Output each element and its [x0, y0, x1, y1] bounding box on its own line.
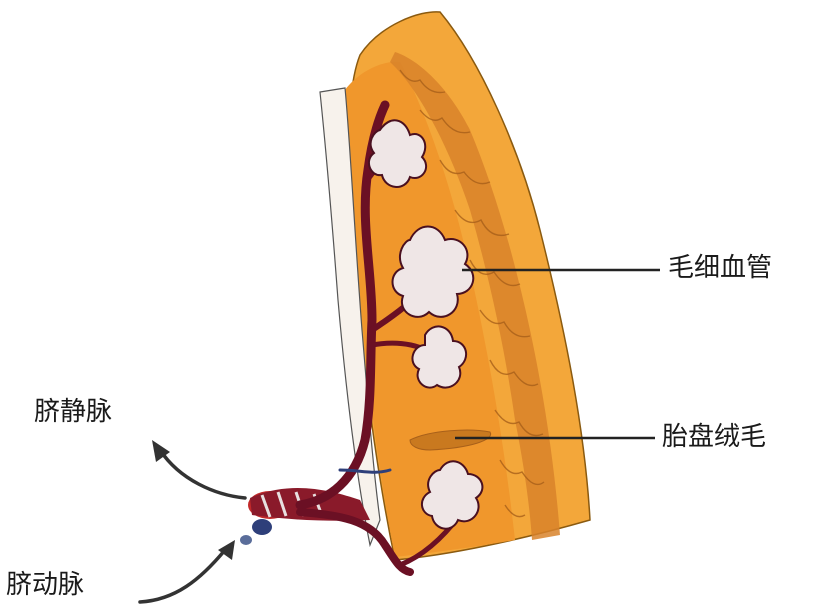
label-capillary: 毛细血管 [668, 255, 772, 281]
vein-arrow [160, 450, 245, 498]
label-placental-villus: 胎盘绒毛 [662, 424, 766, 450]
arrows [140, 450, 245, 602]
label-umbilical-artery: 脐动脉 [6, 572, 84, 598]
label-umbilical-vein: 脐静脉 [34, 399, 112, 425]
artery-arrow [140, 550, 225, 602]
